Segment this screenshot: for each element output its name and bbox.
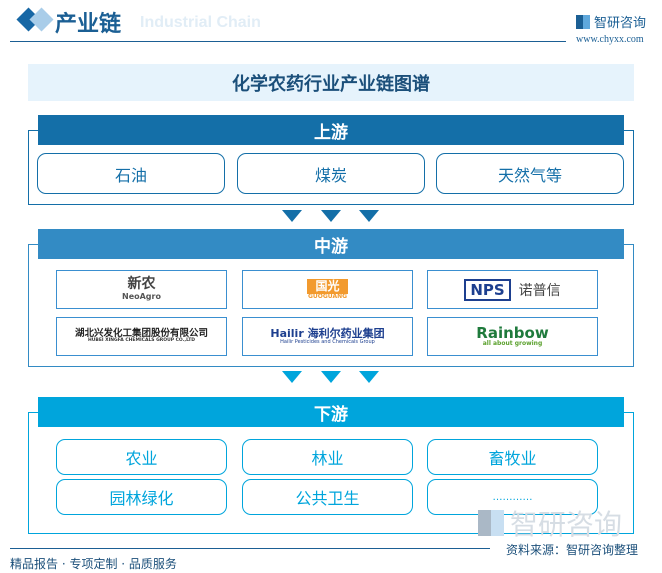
- logo-name: Rainbow: [476, 323, 549, 342]
- downstream-item: 畜牧业: [427, 439, 598, 475]
- downstream-item: 公共卫生: [242, 479, 413, 515]
- downstream-item: …………: [427, 479, 598, 515]
- downstream-item: 林业: [242, 439, 413, 475]
- brand-logo: 智研咨询: [576, 12, 646, 31]
- midstream-header: 中游: [38, 229, 624, 259]
- arrow-down-icon: [359, 210, 379, 222]
- logo-sub: Hailir Pesticides and Chemicals Group: [280, 338, 375, 345]
- arrow-down-icon: [321, 371, 341, 383]
- upstream-item: 天然气等: [436, 153, 624, 194]
- source-note: 资料来源：智研咨询整理: [506, 543, 639, 557]
- logo-sub: all about growing: [482, 340, 543, 348]
- arrow-down-icon: [282, 210, 302, 222]
- watermark-text: Industrial Chain: [140, 14, 261, 31]
- logo-sub: HUBEI XINGFA CHEMICALS GROUP CO.,LTD: [87, 338, 195, 344]
- company-logo-nps: NPS 诺普信: [427, 270, 598, 309]
- upstream-item: 石油: [37, 153, 225, 194]
- downstream-header: 下游: [38, 397, 624, 427]
- chart-title: 化学农药行业产业链图谱: [28, 64, 634, 101]
- arrow-down-icon: [359, 371, 379, 383]
- watermark-logo: 智研咨询: [478, 503, 622, 543]
- logo-name: Hailir 海利尔药业集团: [270, 326, 385, 340]
- logo-icon: [576, 14, 590, 29]
- logo-sub: NeoAgro: [122, 291, 161, 301]
- page-title: 产业链: [55, 12, 122, 37]
- divider: [10, 41, 566, 42]
- logo-icon: [478, 510, 504, 536]
- watermark-text: 智研咨询: [510, 508, 623, 541]
- logo-name: 国光: [307, 278, 348, 294]
- upstream-item: 煤炭: [237, 153, 425, 194]
- divider: [10, 548, 490, 549]
- footer-slogan: 精品报告 · 专项定制 · 品质服务: [10, 557, 177, 571]
- logo-name: 新农: [127, 276, 156, 293]
- upstream-header: 上游: [38, 115, 624, 145]
- logo-name: NPS: [464, 278, 511, 301]
- logo-name: 湖北兴发化工集团股份有限公司: [74, 327, 208, 339]
- brand-name: 智研咨询: [594, 16, 647, 31]
- downstream-item: 园林绿化: [56, 479, 227, 515]
- downstream-item: 农业: [56, 439, 227, 475]
- logo-sub: GUOGUANG: [307, 292, 348, 300]
- logo-sub: 诺普信: [518, 282, 561, 299]
- arrow-down-icon: [282, 371, 302, 383]
- brand-url: www.chyxx.com: [576, 34, 644, 45]
- arrow-down-icon: [321, 210, 341, 222]
